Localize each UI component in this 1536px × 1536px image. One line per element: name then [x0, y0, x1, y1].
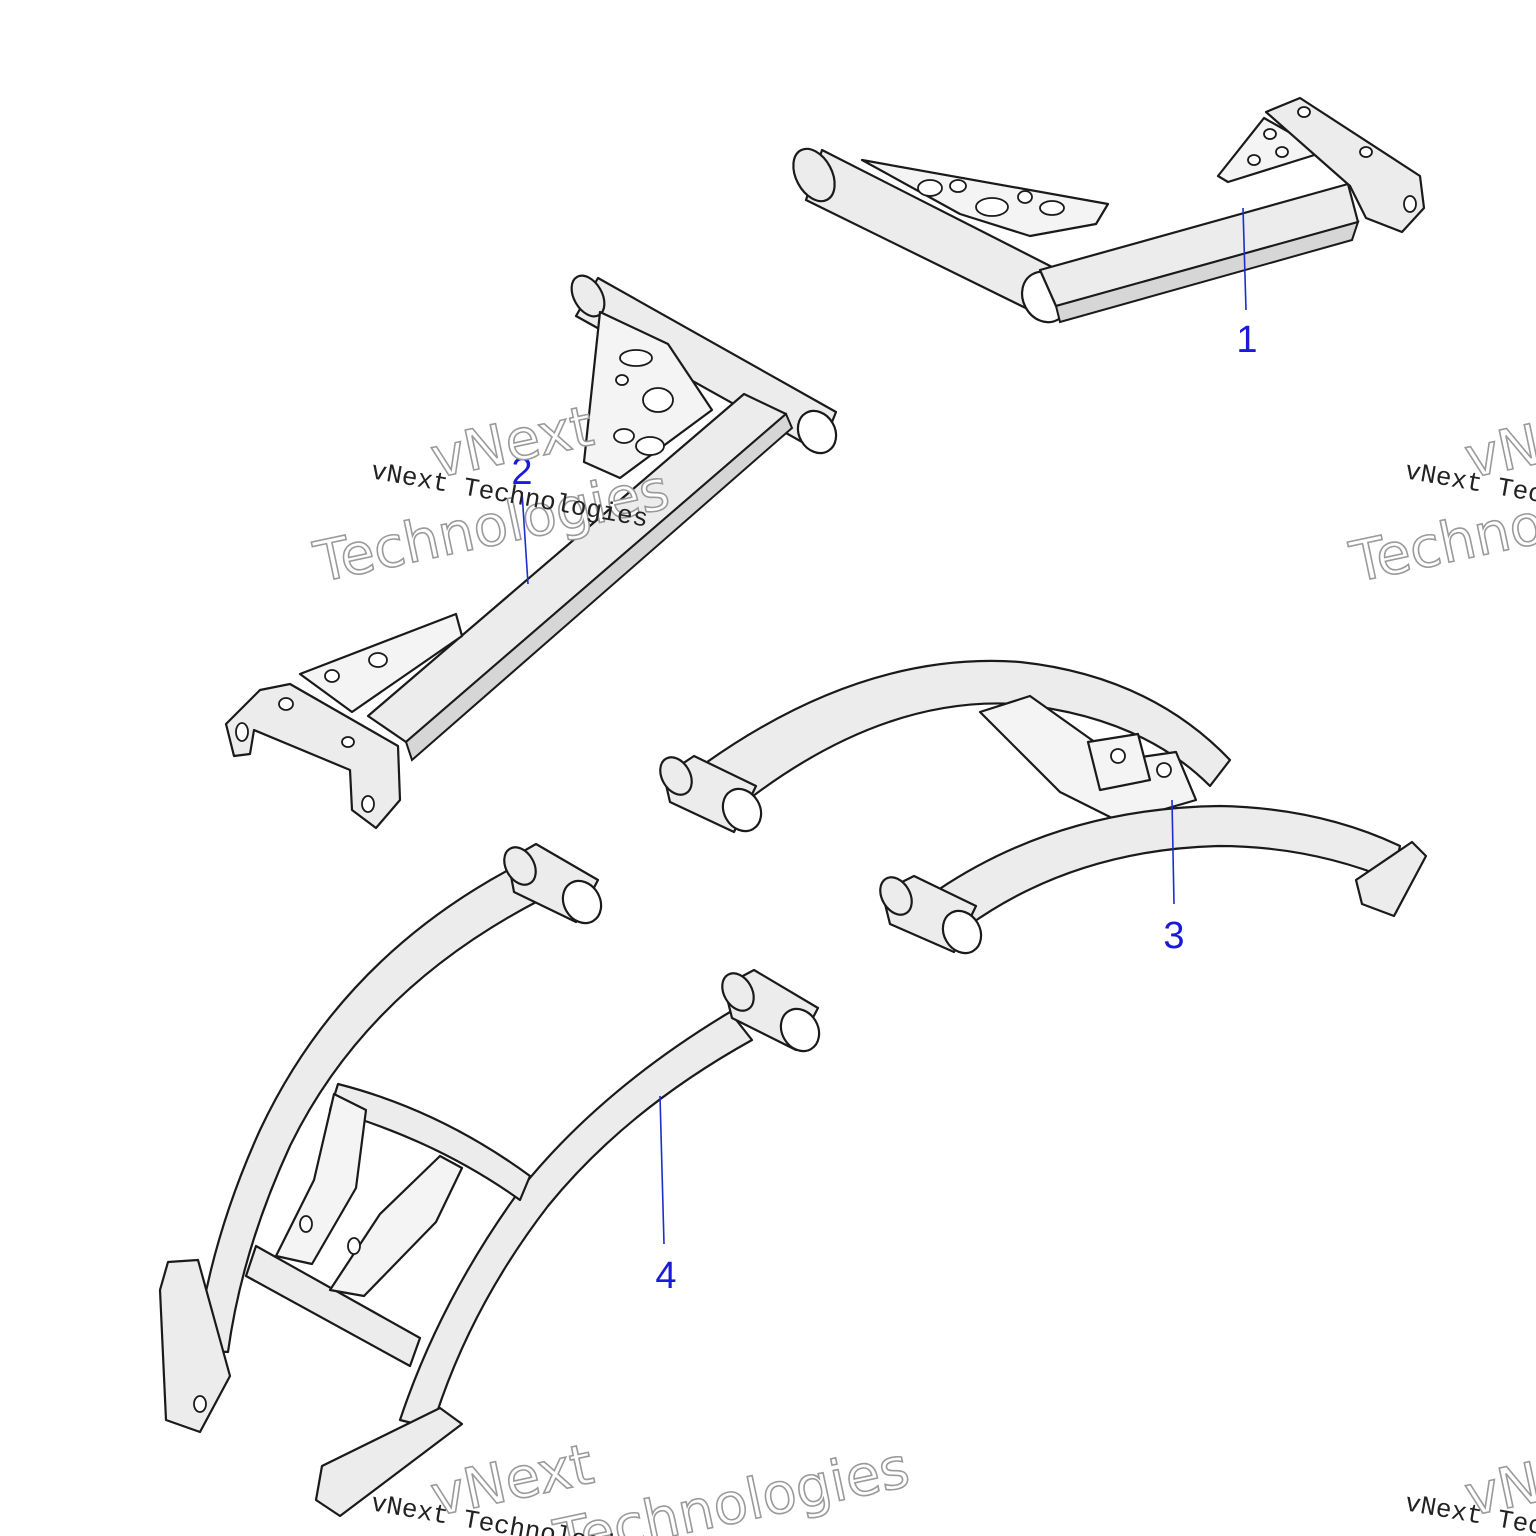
leader-line-1 — [1242, 207, 1247, 311]
callout-2: 2 — [511, 451, 532, 493]
leader-line-3 — [1171, 799, 1175, 905]
part-4-curved-control-arm — [158, 842, 821, 1518]
leader-line-4 — [659, 1095, 665, 1245]
part-2-control-arm — [224, 274, 838, 830]
watermark-bottom-right: vNext vNext Technologies — [1403, 1431, 1536, 1536]
callout-4: 4 — [655, 1255, 676, 1297]
callout-3: 3 — [1163, 915, 1184, 957]
watermark-bottom-left: vNext Technologies vNext Technologies — [369, 1431, 916, 1536]
leader-line-2 — [521, 491, 529, 585]
part-1-control-arm — [792, 96, 1426, 324]
watermark-center-right: vNext Technologies vNext Technologies — [1344, 393, 1536, 596]
part-3-curved-control-arm — [659, 659, 1428, 955]
watermark-large-technologies: Technologies — [548, 1435, 914, 1536]
callout-1: 1 — [1236, 319, 1257, 361]
